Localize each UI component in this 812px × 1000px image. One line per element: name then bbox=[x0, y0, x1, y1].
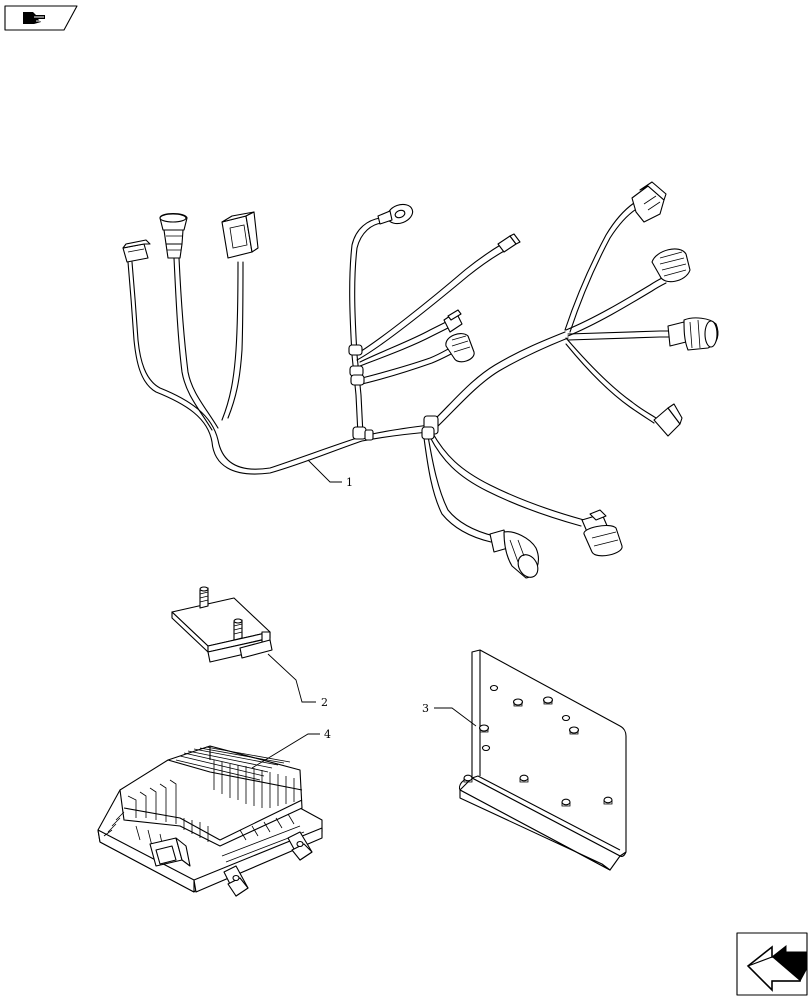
callout-1-label: 1 bbox=[346, 476, 353, 489]
connector-round-plug bbox=[159, 212, 188, 259]
callout-3-label: 3 bbox=[422, 702, 429, 715]
connector-top-right bbox=[631, 181, 667, 223]
callout-2: 2 bbox=[267, 653, 328, 709]
connector-lower-round bbox=[489, 529, 539, 579]
control-unit bbox=[97, 745, 323, 897]
connector-multipin bbox=[445, 333, 475, 363]
callout-2-label: 2 bbox=[321, 696, 328, 709]
bracket-plate bbox=[171, 586, 273, 663]
callout-3: 3 bbox=[422, 702, 477, 727]
ecu-mount-foot-right bbox=[287, 831, 313, 861]
connector-right-round bbox=[667, 317, 719, 351]
stud-rear bbox=[199, 586, 209, 609]
bracket-fasteners bbox=[463, 684, 613, 807]
connector-small-plug bbox=[497, 233, 521, 253]
mounting-bracket bbox=[458, 649, 627, 871]
connector-small-square bbox=[122, 239, 151, 263]
connector-square-mid bbox=[443, 309, 463, 333]
stud-front bbox=[233, 618, 243, 641]
ecu-connector bbox=[149, 837, 191, 867]
connector-right-multipin bbox=[651, 248, 691, 283]
connector-right-small bbox=[653, 403, 683, 437]
ring-terminal bbox=[377, 203, 414, 225]
ecu-mount-foot-left bbox=[223, 865, 249, 897]
callout-4-label: 4 bbox=[324, 728, 331, 741]
next-page-button[interactable] bbox=[736, 932, 808, 996]
connector-rect-block bbox=[221, 211, 259, 259]
callout-4: 4 bbox=[251, 728, 331, 769]
cooling-fins bbox=[103, 746, 305, 865]
hand-pointer-prev-icon bbox=[23, 12, 45, 24]
arrow-next-icon bbox=[746, 944, 807, 992]
wiring-harness bbox=[122, 181, 719, 579]
callout-1: 1 bbox=[307, 459, 353, 489]
prev-page-button[interactable] bbox=[4, 5, 78, 31]
connector-lower-flat bbox=[581, 509, 623, 557]
